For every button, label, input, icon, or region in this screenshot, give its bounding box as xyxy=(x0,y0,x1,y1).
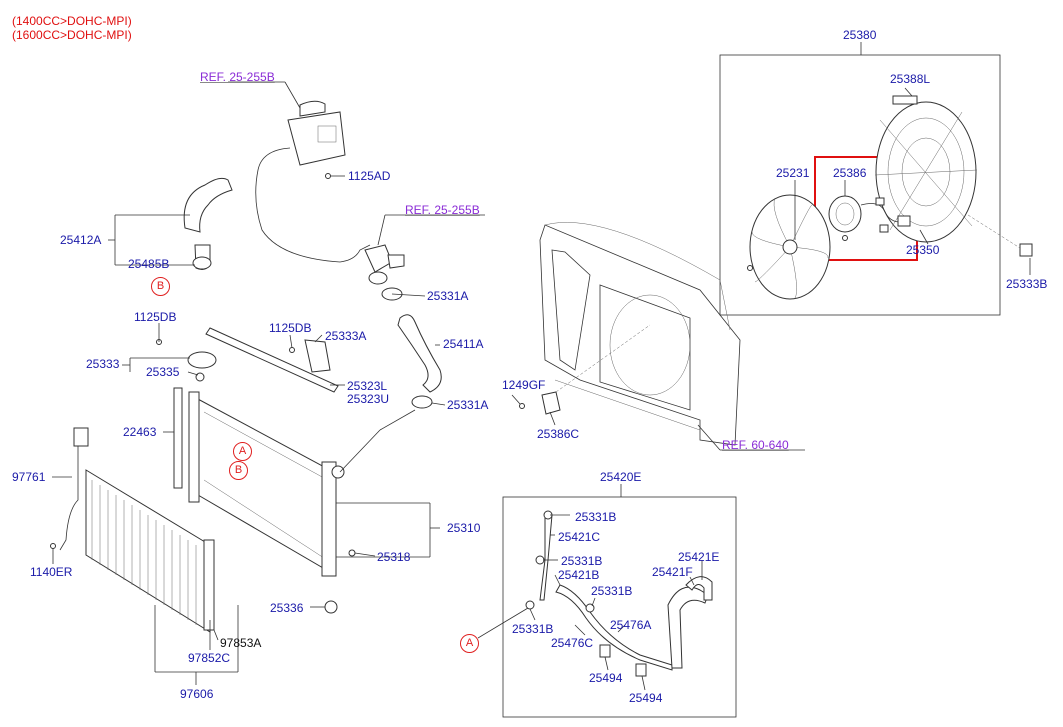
ref-link-panel[interactable]: REF. 60-640 xyxy=(722,438,789,452)
ref-link-mid[interactable]: REF. 25-255B xyxy=(405,203,480,217)
part-25331B-4[interactable]: 25331B xyxy=(512,622,554,636)
part-25331B-3[interactable]: 25331B xyxy=(591,584,633,598)
part-25331B-2[interactable]: 25331B xyxy=(561,554,603,568)
part-25476C[interactable]: 25476C xyxy=(551,636,594,650)
hose-group-box xyxy=(502,496,737,718)
part-25421F[interactable]: 25421F xyxy=(652,565,693,579)
filler-neck-drawing xyxy=(364,244,405,301)
part-25421E[interactable]: 25421E xyxy=(678,550,720,564)
part-25335[interactable]: 25335 xyxy=(146,365,180,379)
part-97853A[interactable]: 97853A xyxy=(220,636,262,650)
part-25333B[interactable]: 25333B xyxy=(1006,277,1048,291)
part-25318[interactable]: 25318 xyxy=(377,550,411,564)
reservoir-tank-drawing xyxy=(255,100,371,263)
part-22463[interactable]: 22463 xyxy=(123,425,157,439)
part-25388L[interactable]: 25388L xyxy=(890,72,931,86)
part-25310[interactable]: 25310 xyxy=(447,521,481,535)
part-25231[interactable]: 25231 xyxy=(776,166,810,180)
condenser-drawing xyxy=(50,427,215,633)
part-25333[interactable]: 25333 xyxy=(86,357,120,371)
engine-variant-1: (1400CC>DOHC-MPI) xyxy=(12,14,132,28)
part-25420E[interactable]: 25420E xyxy=(600,470,642,484)
part-1125DB-right[interactable]: 1125DB xyxy=(269,321,312,335)
part-97852C[interactable]: 97852C xyxy=(188,651,231,665)
part-25331A-lower[interactable]: 25331A xyxy=(447,398,489,412)
part-25494-2[interactable]: 25494 xyxy=(629,691,663,705)
radiator-drawing xyxy=(188,391,356,614)
part-25331A-upper[interactable]: 25331A xyxy=(427,289,469,303)
part-1249GF[interactable]: 1249GF xyxy=(502,378,546,392)
part-25421C[interactable]: 25421C xyxy=(558,530,601,544)
leader-lines xyxy=(52,81,1031,691)
fan-blade-drawing xyxy=(747,194,831,300)
marker-b-radiator[interactable]: B xyxy=(229,461,248,480)
fan-group-box xyxy=(719,54,1001,316)
part-97761[interactable]: 97761 xyxy=(12,470,46,484)
part-25336[interactable]: 25336 xyxy=(270,601,304,615)
marker-a-radiator[interactable]: A xyxy=(233,442,252,461)
part-25494-1[interactable]: 25494 xyxy=(589,671,623,685)
part-1140ER[interactable]: 1140ER xyxy=(30,565,73,579)
part-25412A[interactable]: 25412A xyxy=(60,233,102,247)
part-25485B[interactable]: 25485B xyxy=(128,257,170,271)
clip-25333b-drawing xyxy=(1019,243,1033,257)
lower-hose-drawing xyxy=(397,314,442,409)
marker-a-hose-group[interactable]: A xyxy=(460,634,479,653)
fan-shroud-drawing xyxy=(874,95,978,243)
fan-motor-drawing xyxy=(828,195,911,241)
part-25350[interactable]: 25350 xyxy=(906,243,940,257)
seal-strip-drawing xyxy=(205,327,339,393)
upper-hose-drawing xyxy=(183,177,233,270)
part-1125DB-left[interactable]: 1125DB xyxy=(134,310,177,324)
part-1125AD[interactable]: 1125AD xyxy=(348,169,391,183)
part-25411A[interactable]: 25411A xyxy=(443,337,484,351)
engine-variant-2: (1600CC>DOHC-MPI) xyxy=(12,28,132,42)
marker-b-hose[interactable]: B xyxy=(151,277,170,296)
front-panel-drawing xyxy=(539,222,741,446)
part-25380[interactable]: 25380 xyxy=(843,28,877,42)
part-25333A[interactable]: 25333A xyxy=(325,329,367,343)
part-25331B-1[interactable]: 25331B xyxy=(575,510,617,524)
part-97606[interactable]: 97606 xyxy=(180,687,214,701)
bracket-25386c-drawing xyxy=(541,391,561,415)
side-strip-drawing xyxy=(173,387,183,489)
bracket-25333a-drawing xyxy=(304,339,331,373)
part-25323L[interactable]: 25323L xyxy=(347,379,388,393)
part-25386[interactable]: 25386 xyxy=(833,166,867,180)
part-25386C[interactable]: 25386C xyxy=(537,427,580,441)
part-25476A[interactable]: 25476A xyxy=(610,618,652,632)
ref-link-top[interactable]: REF. 25-255B xyxy=(200,70,275,84)
part-25323U[interactable]: 25323U xyxy=(347,392,390,406)
part-25421B[interactable]: 25421B xyxy=(558,568,600,582)
